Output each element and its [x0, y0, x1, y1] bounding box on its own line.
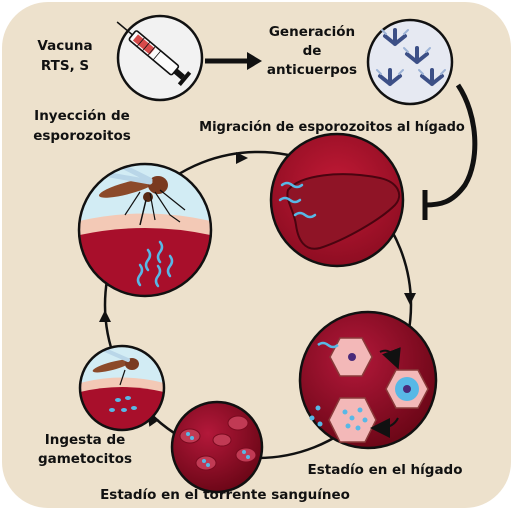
- cycle-arrow-right: [404, 293, 416, 305]
- antibody-label-line1: Generación: [269, 24, 355, 40]
- injection-label-line1: Inyección de: [34, 108, 130, 124]
- mosquito-injection-icon: [77, 162, 213, 298]
- vaccine-label-line2: RTS, S: [41, 58, 89, 74]
- liver-migration-icon: [269, 132, 405, 268]
- blood-stage-label: Estadío en el torrente sanguíneo: [100, 487, 350, 503]
- cycle-arrow-top: [236, 152, 248, 164]
- vaccine-label-line1: Vacuna: [37, 38, 92, 54]
- antibody-icon: [366, 18, 454, 106]
- injection-label-line2: esporozoitos: [33, 128, 131, 144]
- antibody-label-line3: anticuerpos: [267, 62, 357, 78]
- liver-stage-icon: [298, 310, 438, 450]
- migration-label: Migración de esporozoitos al hígado: [199, 120, 465, 135]
- mosquito-gametocyte-icon: [78, 344, 166, 432]
- antibody-label-line2: de: [303, 43, 322, 59]
- blood-stage-icon: [170, 400, 264, 494]
- cycle-arrow-left: [99, 310, 111, 322]
- liver-stage-label: Estadío en el hígado: [308, 462, 463, 478]
- vaccine-icon: [116, 14, 204, 102]
- gametocyte-label-line2: gametocitos: [38, 451, 132, 467]
- gametocyte-label-line1: Ingesta de: [45, 432, 126, 448]
- antibody-inhibition-line: [424, 83, 478, 208]
